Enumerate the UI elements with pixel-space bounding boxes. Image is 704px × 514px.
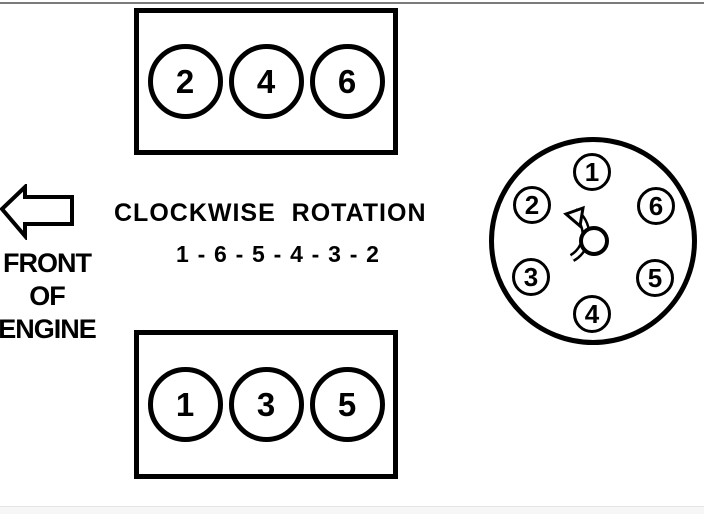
rotation-title: CLOCKWISE ROTATION	[114, 199, 427, 227]
cylinder-6: 6	[309, 44, 385, 119]
bottom-strip	[0, 507, 704, 514]
front-of-engine-label-line2: OF	[29, 281, 66, 311]
front-of-engine-arrow-icon	[0, 184, 74, 240]
cylinder-2: 2	[147, 44, 223, 119]
distributor-terminal-3: 3	[512, 258, 550, 296]
cylinder-5: 5	[309, 367, 385, 442]
cylinder-1: 1	[147, 367, 223, 442]
firing-order-sequence: 1 - 6 - 5 - 4 - 3 - 2	[176, 241, 381, 267]
distributor-terminal-6: 6	[637, 187, 675, 225]
front-of-engine-label-line3: ENGINE	[0, 314, 97, 344]
top-divider-line	[0, 2, 704, 4]
distributor-rotor-hub	[579, 226, 609, 256]
cylinder-4: 4	[228, 44, 304, 119]
distributor-cap: 1 2 6 3 5 4	[489, 137, 697, 345]
top-cylinder-bank: 2 4 6	[134, 8, 398, 155]
front-of-engine-label: FRONT OF ENGINE	[0, 247, 102, 346]
distributor-terminal-2: 2	[513, 186, 551, 224]
bottom-divider-line	[0, 506, 704, 507]
distributor-terminal-1: 1	[573, 153, 611, 191]
distributor-terminal-5: 5	[636, 259, 674, 297]
cylinder-3: 3	[228, 367, 304, 442]
bottom-cylinder-bank: 1 3 5	[134, 330, 398, 479]
distributor-terminal-4: 4	[573, 295, 611, 333]
front-of-engine-label-line1: FRONT	[3, 248, 92, 278]
